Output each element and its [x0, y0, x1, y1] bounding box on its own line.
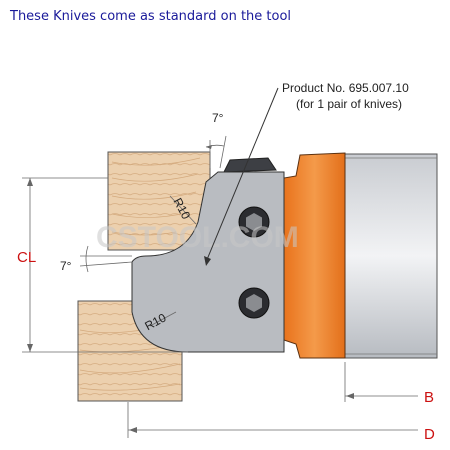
dimension-lines: [22, 87, 418, 438]
label-d: D: [424, 426, 435, 443]
angle-left-label: 7°: [60, 259, 72, 273]
orange-knife-holder: [283, 152, 346, 359]
clamp-wedge: [223, 157, 277, 173]
screw-bottom: [238, 287, 270, 319]
screw-top: [238, 206, 270, 238]
angle-top-label: 7°: [212, 111, 224, 125]
label-b: B: [424, 389, 434, 406]
product-note: (for 1 pair of knives): [296, 97, 402, 111]
label-cl: CL: [17, 249, 36, 266]
wood-grain-top: [111, 157, 201, 236]
tool-shaft: [344, 153, 438, 359]
product-number: Product No. 695.007.10: [282, 81, 409, 95]
caption-title: These Knives come as standard on the too…: [10, 9, 292, 24]
watermark-text: CSTOOL.COM: [96, 221, 299, 254]
